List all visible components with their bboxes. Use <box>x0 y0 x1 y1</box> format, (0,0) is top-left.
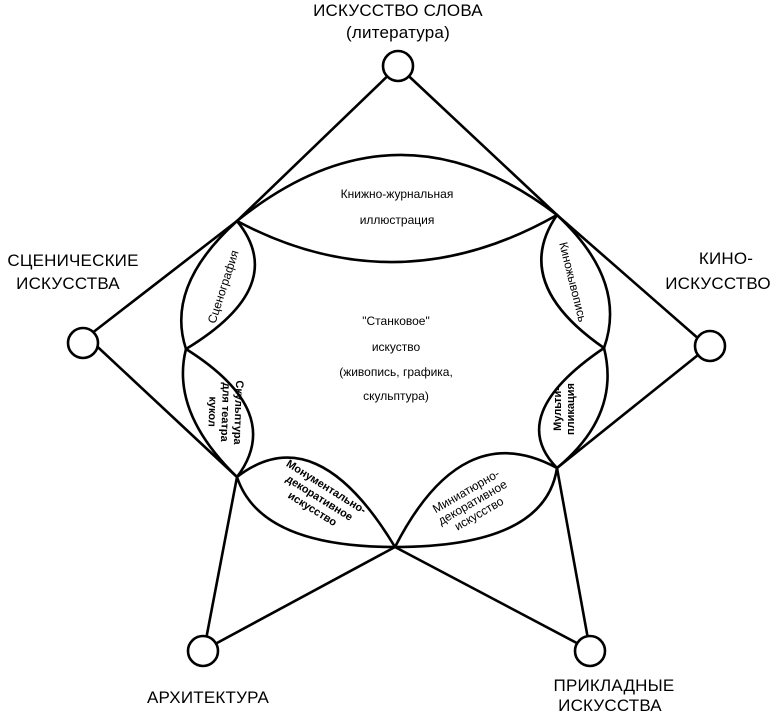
animation-label: Мульти- пликация <box>552 383 577 435</box>
literature-label: ИСКУССТВО СЛОВА <box>313 1 483 20</box>
cinema-node <box>693 329 727 363</box>
puppets-line-1: Скульптура <box>231 380 245 446</box>
petal-arcs <box>179 153 612 549</box>
architecture-node <box>186 634 220 668</box>
applied-label: ПРИКЛАДНЫЕ <box>554 676 675 695</box>
puppets-line-3: кукол <box>205 396 218 427</box>
star-lines <box>85 64 710 652</box>
literature-sublabel: (литература) <box>346 23 450 42</box>
literature-node <box>381 49 415 83</box>
animation-line-2: пликация <box>565 383 577 435</box>
puppets-label: Скульптура для театра кукол <box>205 380 245 446</box>
architecture-label: АРХИТЕКТУРА <box>147 688 269 707</box>
puppets-line-2: для театра <box>218 382 232 443</box>
monumental-label: Монументально- декоративное искусство <box>283 458 368 529</box>
applied-node <box>573 634 607 668</box>
scenography-label: Сценография <box>205 248 242 325</box>
stage-node <box>66 326 100 360</box>
center-line-1: "Станковое" <box>362 314 430 328</box>
animation-line-1: Мульти- <box>552 387 564 431</box>
center-line-2: искуство <box>372 340 421 354</box>
cinema-label: КИНО- <box>699 249 753 268</box>
center-line-3: (живопись, графика, <box>339 365 453 379</box>
applied-sublabel: ИСКУССТВА <box>558 696 662 713</box>
center-line-4: скульптура) <box>363 389 429 403</box>
cinema-sublabel: ИСКУССТВО <box>665 274 771 293</box>
stage-sublabel: ИСКУССТВА <box>16 274 120 293</box>
book-illustration-line-2: иллюстрация <box>360 213 435 227</box>
book-illustration-line-1: Книжно-журнальная <box>341 187 454 201</box>
center-text: "Станковое" искуство (живопись, графика,… <box>339 314 453 403</box>
miniature-label: Миниатюрно- декоративное искусство <box>430 466 510 533</box>
stage-label: СЦЕНИЧЕСКИЕ <box>7 251 138 270</box>
